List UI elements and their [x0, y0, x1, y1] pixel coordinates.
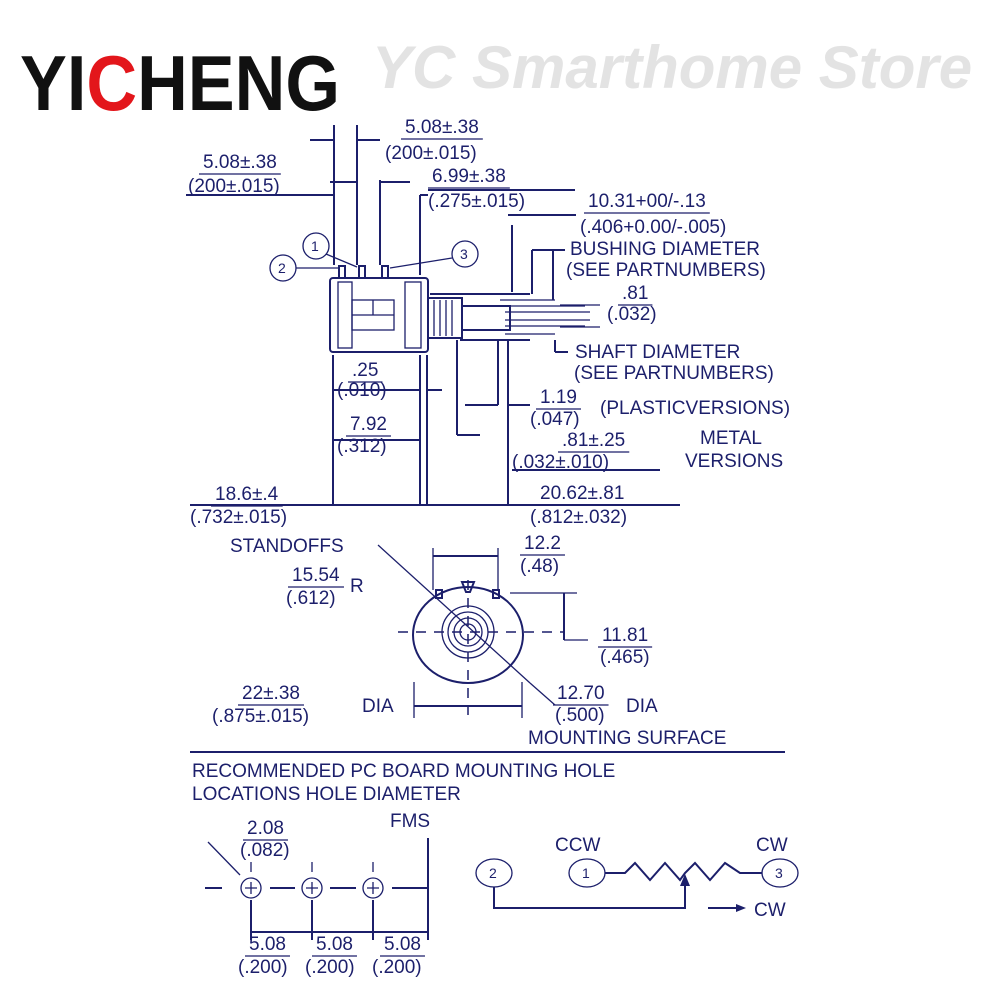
- arrow-right-icon: [736, 904, 746, 912]
- body-dia-suffix: DIA: [362, 696, 394, 717]
- hole-dia-dim-inch: (.082): [240, 840, 290, 861]
- overall-shaft-dim-inch: (.812±.032): [530, 507, 627, 528]
- spacing-dim: 5.08: [316, 934, 353, 955]
- spacing-dim: 5.08: [249, 934, 286, 955]
- wiring-schematic: 2 1 3 CCW CW CW: [475, 835, 799, 921]
- spacing-dim-inch: (.200): [372, 957, 422, 978]
- pin-1-label: 1: [311, 238, 319, 254]
- pin-2-label: 2: [278, 260, 286, 276]
- schematic-pin-1: 1: [582, 865, 590, 881]
- pin-spacing-left-dim: 5.08±.38: [203, 152, 277, 173]
- mounting-hole: [362, 877, 384, 899]
- body-dia-dim: 22±.38: [242, 683, 300, 704]
- resistor-icon: [605, 861, 762, 882]
- flat-dim-inch: (.032): [607, 304, 657, 325]
- schematic-pin-3: 3: [775, 865, 783, 881]
- pin-offset-dim: 6.99±.38: [432, 166, 506, 187]
- hole-dia-dim: 2.08: [247, 818, 284, 839]
- bushing-dim: 10.31+00/-.13: [588, 191, 706, 212]
- schematic-pin-2: 2: [489, 865, 497, 881]
- washer-dim-inch: (.010): [337, 380, 387, 401]
- overall-body-dim: 18.6±.4: [215, 484, 279, 505]
- wiper-line: [493, 878, 686, 909]
- pin-offset-dim-inch: (.275±.015): [428, 191, 525, 212]
- spacing-dim-inch: (.200): [305, 957, 355, 978]
- pin-spacing-dim: 5.08±.38: [405, 117, 479, 138]
- pin-3-label: 3: [460, 246, 468, 262]
- mounting-surface-label: MOUNTING SURFACE: [528, 728, 726, 749]
- metal-note-sub: VERSIONS: [685, 451, 783, 472]
- pin-spacing-left-dim-inch: (200±.015): [188, 176, 280, 197]
- flat-dim: .81: [622, 283, 648, 304]
- plastic-dim-inch: (.047): [530, 409, 580, 430]
- pcb-title-sub: LOCATIONS HOLE DIAMETER: [192, 784, 461, 805]
- pcb-title: RECOMMENDED PC BOARD MOUNTING HOLE: [192, 761, 615, 782]
- radius-dim: 15.54: [292, 565, 340, 586]
- spacing-dim-inch: (.200): [238, 957, 288, 978]
- body-dia-dim-inch: (.875±.015): [212, 706, 309, 727]
- mounting-hole: [240, 877, 262, 899]
- metal-dim-inch: (.032±.010): [512, 452, 609, 473]
- standoff-spacing-dim: 12.2: [524, 533, 561, 554]
- bushing-note: BUSHING DIAMETER: [570, 239, 760, 260]
- fms-label: FMS: [390, 811, 430, 832]
- front-view: STANDOFFS 12.2 (.48) 15.54 (.612) R 11.8…: [212, 533, 726, 749]
- pin-spacing-dim-inch: (200±.015): [385, 143, 477, 164]
- radius-suffix: R: [350, 576, 364, 597]
- watermark: YC Smarthome Store: [372, 34, 972, 101]
- mounting-hole: [301, 877, 323, 899]
- bushing-dim-inch: (.406+0.00/-.005): [580, 217, 726, 238]
- shaft-note-sub: (SEE PARTNUMBERS): [574, 363, 774, 384]
- body-depth-dim-inch: (.312): [337, 436, 387, 457]
- metal-dim: .81±.25: [562, 430, 625, 451]
- radius-dim-inch: (.612): [286, 588, 336, 609]
- standoffs-label: STANDOFFS: [230, 536, 344, 557]
- standoff-spacing-dim-inch: (.48): [520, 556, 559, 577]
- bushing-dia-dim-inch: (.500): [555, 705, 605, 726]
- washer-dim: .25: [352, 360, 378, 381]
- spacing-dim: 5.08: [384, 934, 421, 955]
- overall-shaft-dim: 20.62±.81: [540, 483, 624, 504]
- cw-label: CW: [756, 835, 788, 856]
- plastic-note: (PLASTICVERSIONS): [600, 398, 790, 419]
- bushing-dia-dim: 12.70: [557, 683, 605, 704]
- bushing-note-sub: (SEE PARTNUMBERS): [566, 260, 766, 281]
- ccw-label: CCW: [555, 835, 600, 856]
- bushing-dia-suffix: DIA: [626, 696, 658, 717]
- pcb-hole-layout: RECOMMENDED PC BOARD MOUNTING HOLE LOCAT…: [192, 761, 615, 978]
- height-dim-inch: (.465): [600, 647, 650, 668]
- shaft-note: SHAFT DIAMETER: [575, 342, 740, 363]
- metal-note: METAL: [700, 428, 762, 449]
- cw-direction-label: CW: [754, 900, 786, 921]
- body-depth-dim: 7.92: [350, 414, 387, 435]
- brand-logo: YICHENG: [20, 39, 340, 127]
- plastic-dim: 1.19: [540, 387, 577, 408]
- wiper-arrow-icon: [680, 874, 690, 886]
- height-dim: 11.81: [602, 625, 648, 646]
- overall-body-dim-inch: (.732±.015): [190, 507, 287, 528]
- side-view: 1 2 3 5.08±.38 (200±.015) 5.08±.38 (200±…: [186, 117, 790, 528]
